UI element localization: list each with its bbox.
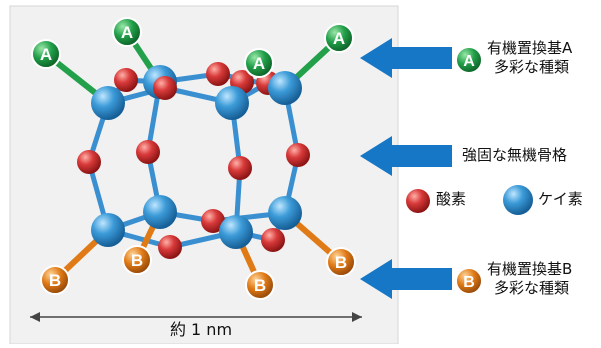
oxygen-atom: [201, 209, 225, 233]
oxygen-atom: [261, 228, 285, 252]
arrow-group-b: [360, 259, 452, 299]
group-b-badge: [40, 265, 70, 295]
legend-oxygen-label: 酸素: [436, 190, 467, 208]
silicon-atom: [268, 196, 302, 230]
silicon-atom: [268, 71, 302, 105]
legend-group-a-line2: 多彩な種類: [494, 58, 570, 76]
group-a-badge-letter: A: [40, 45, 52, 64]
silicon-atom: [219, 215, 253, 249]
group-a-badge: [31, 39, 61, 69]
oxygen-atom: [136, 140, 160, 164]
group-b-badge-letter: B: [49, 271, 61, 290]
arrow-group-a: [360, 38, 452, 78]
group-a-badge: [324, 23, 354, 53]
oxygen-atom: [114, 68, 138, 92]
arrow-framework: [360, 136, 452, 176]
group-b-badge: [122, 245, 152, 275]
legend-badge-a-letter: A: [463, 53, 475, 70]
group-a-badge-letter: A: [333, 29, 345, 48]
legend-group-a-line1: 有機置換基A: [487, 39, 573, 57]
legend-badge-b-letter: B: [463, 274, 475, 291]
atom-layer: A A A A B B B B: [31, 17, 356, 300]
scale-bar: [30, 312, 362, 322]
legend-badge-b: [455, 267, 483, 295]
scale-label: 約 1 nm: [169, 320, 233, 339]
group-a-badge: [112, 17, 142, 47]
oxygen-atom: [158, 235, 182, 259]
silicon-atom: [91, 213, 125, 247]
molecule-panel: [9, 5, 399, 345]
group-b-badge-letter: B: [131, 251, 143, 270]
legend-framework-text: 強固な無機骨格: [462, 146, 568, 164]
oxygen-atom: [153, 76, 177, 100]
oxygen-atom: [206, 62, 230, 86]
group-b-badge: [326, 247, 356, 277]
legend-group-b-line1: 有機置換基B: [487, 260, 573, 278]
legend-oxygen-icon: [406, 189, 430, 213]
silicon-atom: [91, 86, 125, 120]
silicon-atom: [143, 195, 177, 229]
oxygen-atom: [286, 143, 310, 167]
legend-silicon-icon: [503, 185, 533, 215]
legend-group-b-line2: 多彩な種類: [494, 279, 570, 297]
group-a-badge-letter: A: [253, 54, 265, 73]
group-b-badge: [245, 270, 275, 300]
oxygen-atom: [228, 156, 252, 180]
group-b-badge-letter: B: [335, 253, 347, 272]
group-b-badge-letter: B: [254, 276, 266, 295]
legend-badge-a: [455, 46, 483, 74]
legend-silicon-label: ケイ素: [538, 190, 583, 208]
group-a-badge-letter: A: [121, 23, 133, 42]
group-a-badge: [244, 48, 274, 78]
silicon-atom: [215, 86, 249, 120]
oxygen-atom: [77, 150, 101, 174]
